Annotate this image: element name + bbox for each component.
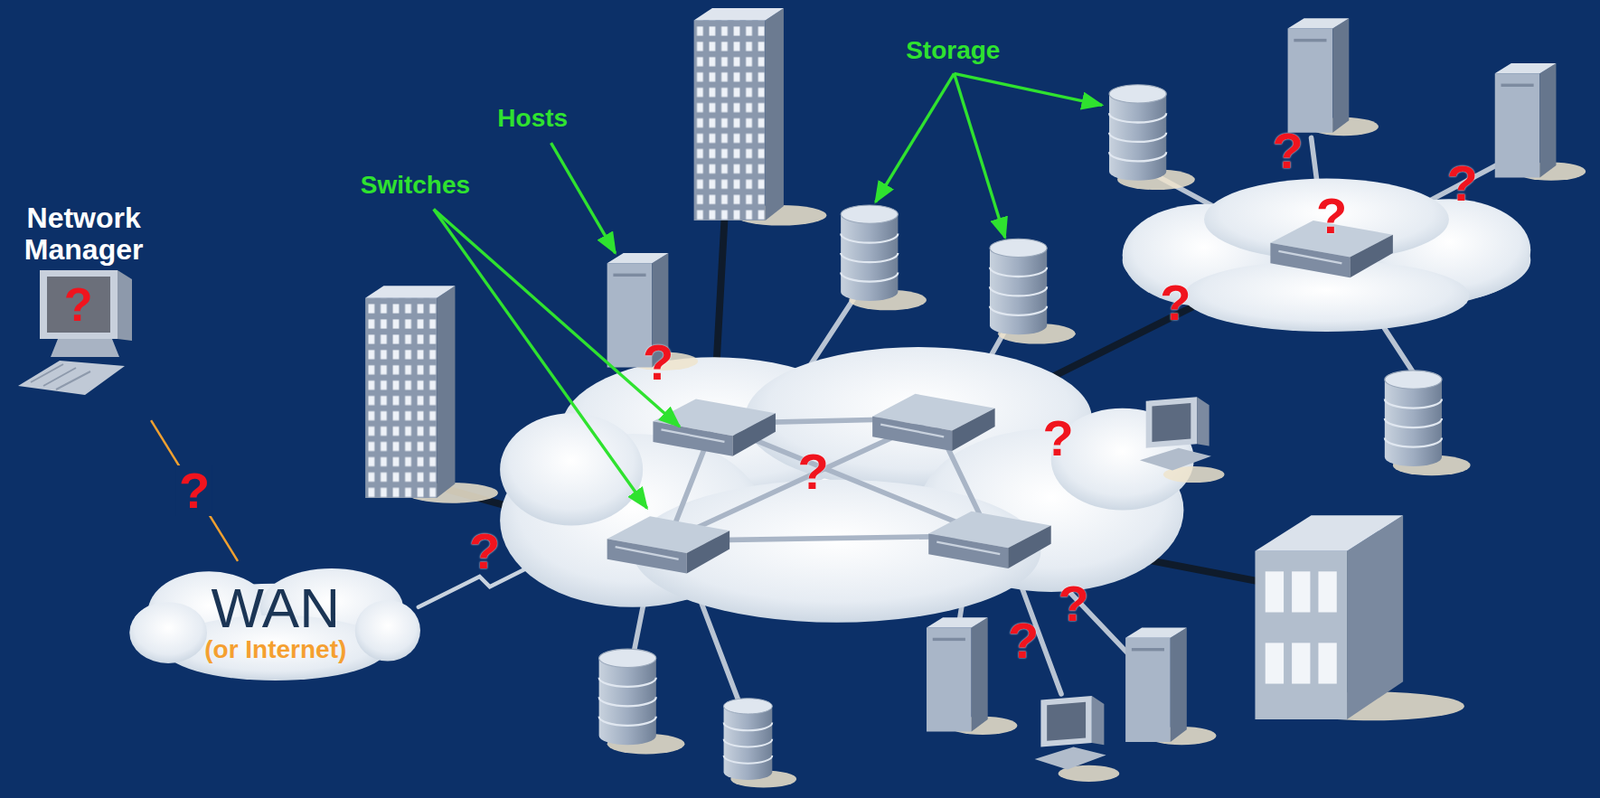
computer-drawing-part bbox=[47, 276, 111, 333]
san-cloud-part bbox=[499, 413, 643, 526]
devices-part bbox=[1109, 84, 1196, 190]
callout-mark: ? bbox=[1159, 277, 1191, 329]
edge-label: ? bbox=[176, 465, 213, 517]
callout-mark: ? bbox=[642, 337, 674, 388]
callout-mark: ? bbox=[798, 446, 829, 498]
devices-part bbox=[1288, 18, 1379, 136]
devices-part bbox=[1317, 571, 1337, 612]
leader-arrows-part bbox=[433, 208, 648, 509]
devices-part bbox=[1291, 642, 1310, 684]
callout-mark: ? bbox=[1316, 190, 1347, 242]
leader-title: Storage bbox=[905, 37, 1000, 64]
san-cloud bbox=[499, 347, 1195, 623]
leader-title: Hosts bbox=[497, 105, 568, 132]
leader-title: Switches bbox=[360, 172, 471, 198]
wan-cloud: WAN(or Internet) bbox=[127, 561, 424, 684]
cloud-outline-part bbox=[129, 568, 421, 681]
computer-drawing-part bbox=[18, 360, 125, 396]
devices-part bbox=[694, 8, 828, 226]
leader-arrows-part bbox=[953, 73, 1005, 238]
devices-part bbox=[989, 238, 1076, 344]
switches bbox=[607, 220, 1393, 575]
devices-part bbox=[724, 698, 798, 789]
link-line bbox=[150, 420, 238, 562]
callout-mark: ? bbox=[1271, 125, 1303, 177]
devices-part bbox=[1254, 515, 1403, 552]
leader-arrows-part bbox=[433, 208, 680, 427]
devices-part bbox=[926, 617, 1017, 735]
callout-mark: ? bbox=[1057, 578, 1089, 630]
devices-part bbox=[1291, 571, 1310, 612]
callout-mark: ? bbox=[469, 526, 500, 577]
devices-part bbox=[1139, 396, 1225, 483]
leader-arrows-part bbox=[875, 73, 955, 202]
switches-part bbox=[872, 394, 995, 452]
computer-drawing-part bbox=[30, 364, 91, 390]
cloud-outline-part-part bbox=[129, 602, 208, 664]
devices-part bbox=[1265, 642, 1284, 684]
devices-part bbox=[365, 285, 499, 504]
devices-part bbox=[1035, 696, 1120, 782]
cloud-text: WAN(or Internet) bbox=[127, 561, 424, 684]
devices-part bbox=[599, 649, 686, 754]
cloud-title: WAN bbox=[211, 580, 340, 637]
leader-arrows-part bbox=[551, 142, 616, 254]
computer-icon: ? bbox=[12, 266, 156, 421]
devices-part bbox=[840, 205, 927, 311]
devices-part bbox=[1265, 571, 1284, 612]
callout-mark: ? bbox=[1042, 413, 1073, 464]
computer-drawing-part bbox=[39, 270, 118, 339]
callout-mark: ? bbox=[1007, 615, 1039, 667]
leader-arrows bbox=[433, 73, 1102, 509]
devices-part bbox=[1254, 551, 1347, 720]
switches-part bbox=[928, 511, 1051, 569]
switches-part bbox=[652, 399, 775, 457]
leader-arrows-part bbox=[953, 73, 1102, 105]
callout-mark: ? bbox=[1446, 158, 1478, 209]
computer-drawing-part bbox=[117, 270, 132, 341]
switches-part bbox=[607, 516, 730, 574]
devices-part bbox=[1495, 63, 1586, 181]
screen-mark: ? bbox=[64, 281, 94, 329]
cloud-outline-part-part bbox=[355, 600, 421, 662]
devices-part bbox=[1346, 515, 1403, 720]
devices-part bbox=[1317, 642, 1337, 684]
computer-drawing-part bbox=[50, 338, 120, 358]
node-title: Network Manager bbox=[5, 202, 163, 268]
devices-part bbox=[1125, 627, 1216, 745]
devices-part bbox=[1384, 370, 1471, 476]
cloud-subtitle: (or Internet) bbox=[204, 636, 347, 665]
devices bbox=[365, 8, 1586, 789]
manager-computer: Network Manager? bbox=[5, 202, 163, 422]
